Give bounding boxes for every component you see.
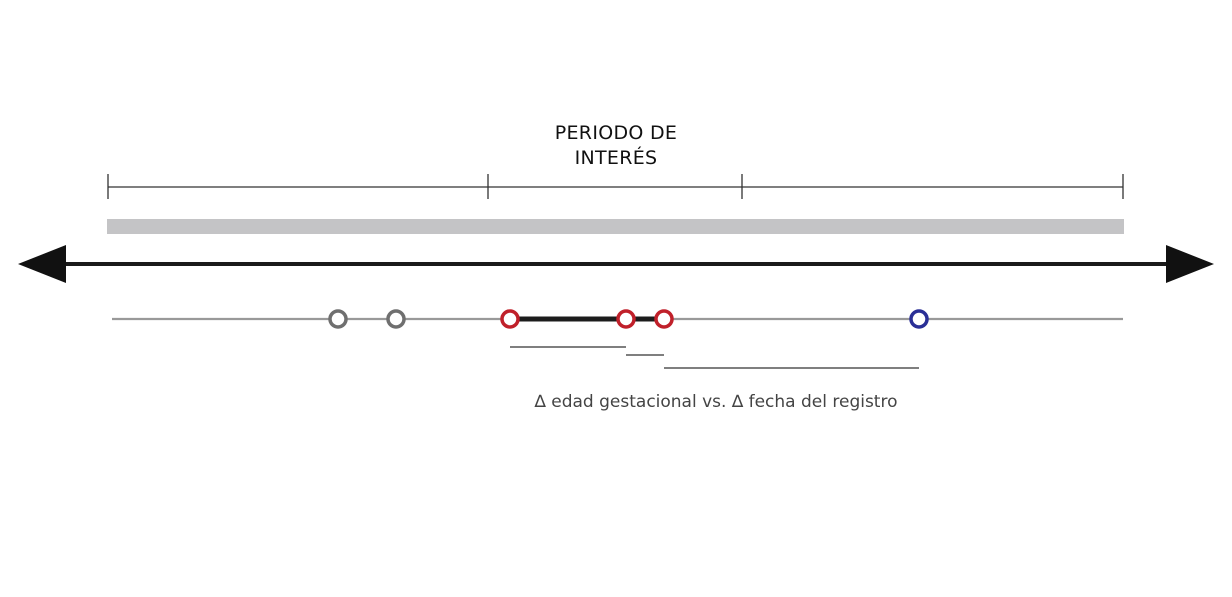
period-title-line2: INTERÉS	[575, 146, 658, 169]
red-record-point	[616, 309, 636, 329]
gray-band	[107, 219, 1124, 234]
arrowhead-right-icon	[1166, 245, 1214, 283]
main-axis	[18, 245, 1214, 283]
interval-brackets	[510, 346, 919, 369]
gray-record-point	[328, 309, 348, 329]
gray-record-point	[386, 309, 406, 329]
red-record-point	[500, 309, 520, 329]
period-title-line1: PERIODO DE	[555, 122, 677, 144]
red-record-point	[654, 309, 674, 329]
arrowhead-left-icon	[18, 245, 66, 283]
delta-caption: ∆ edad gestacional vs. ∆ fecha del regis…	[533, 392, 897, 412]
period-scale	[107, 174, 1124, 199]
blue-record-point	[909, 309, 929, 329]
